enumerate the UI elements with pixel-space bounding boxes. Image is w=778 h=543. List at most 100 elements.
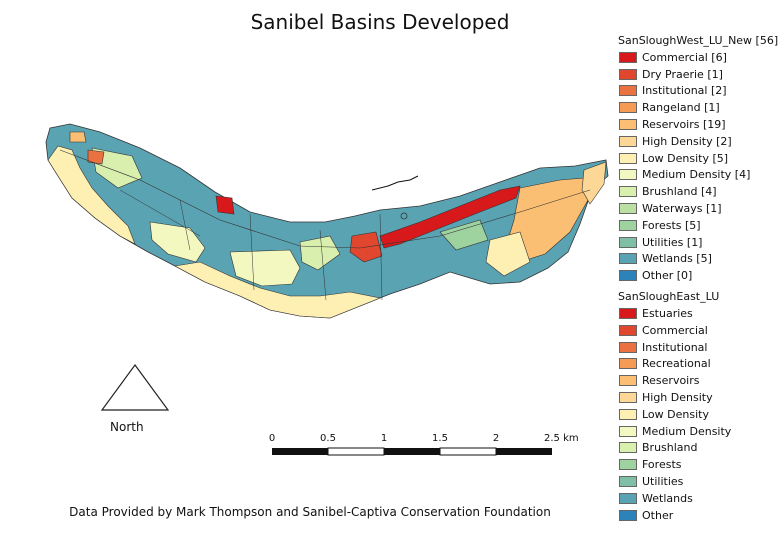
- legend-item: Brushland: [618, 440, 768, 457]
- legend-label: Other [0]: [642, 269, 693, 283]
- interior-roads: [59, 149, 591, 249]
- legend-east-title: SanSloughEast_LU: [618, 290, 720, 304]
- legend-item: Forests: [618, 456, 768, 473]
- legend-label: Institutional: [642, 340, 708, 354]
- legend-swatch: [619, 68, 637, 80]
- legend-swatch: [619, 51, 637, 63]
- legend-label: Medium Density [4]: [642, 168, 751, 182]
- legend-item: Brushland [4]: [618, 183, 768, 200]
- legend-item: Other: [618, 507, 768, 524]
- legend-label: High Density: [642, 391, 713, 405]
- scale-tick-label: 1: [381, 433, 387, 444]
- legend-item: Low Density: [618, 406, 768, 423]
- legend-label: Utilities [1]: [642, 235, 703, 249]
- legend-label: High Density [2]: [642, 134, 732, 148]
- legend-label: Utilities: [642, 475, 684, 489]
- legend-label: Wetlands [5]: [642, 252, 712, 266]
- legend-swatch: [619, 152, 637, 164]
- commercial-west-patch: [215, 195, 235, 215]
- legend-swatch: [619, 375, 637, 387]
- legend-item: Reservoirs [19]: [618, 116, 768, 133]
- beach-low-density: [47, 145, 136, 245]
- high-density-east: [581, 161, 607, 205]
- legend-item: Utilities: [618, 473, 768, 490]
- legend-swatch: [619, 476, 637, 488]
- legend-swatch: [619, 102, 637, 114]
- legend-label: Brushland [4]: [642, 185, 717, 199]
- legend-item: Wetlands: [618, 490, 768, 507]
- low-density-east: [485, 231, 531, 277]
- legend-label: Recreational: [642, 357, 711, 371]
- legend-west-items: Commercial [6] Dry Praerie [1] Institution…: [618, 49, 768, 284]
- legend-label: Forests [5]: [642, 218, 701, 232]
- island-map: [45, 123, 609, 319]
- legend-item: Recreational: [618, 356, 768, 373]
- reservoir-west: [69, 131, 87, 143]
- legend-label: Rangeland [1]: [642, 101, 720, 115]
- legend-item: Dry Praerie [1]: [618, 66, 768, 83]
- south-beach-low-density: [174, 261, 382, 319]
- legend-swatch: [619, 408, 637, 420]
- legend-item: Wetlands [5]: [618, 251, 768, 268]
- legend-label: Forests: [642, 458, 682, 472]
- legend-item: Waterways [1]: [618, 200, 768, 217]
- legend-item: Institutional [2]: [618, 83, 768, 100]
- interior-roads-2: [119, 189, 383, 301]
- legend-swatch: [619, 358, 637, 370]
- commercial-north-shore: [379, 185, 521, 249]
- legend-swatch: [619, 509, 637, 521]
- legend-label: Wetlands: [642, 491, 693, 505]
- legend-swatch: [619, 85, 637, 97]
- north-arrow-icon: [100, 363, 170, 411]
- legend-swatch: [619, 135, 637, 147]
- medium-density-west: [149, 221, 206, 263]
- legend-swatch: [619, 203, 637, 215]
- legend-label: Medium Density: [642, 424, 732, 438]
- legend-item: Commercial [6]: [618, 49, 768, 66]
- causeway-line: [371, 175, 419, 191]
- legend-label: Institutional [2]: [642, 84, 727, 98]
- brushland-central: [299, 235, 341, 271]
- legend-item: Institutional: [618, 339, 768, 356]
- legend-item: Forests [5]: [618, 217, 768, 234]
- legend-swatch: [619, 236, 637, 248]
- forests-east: [439, 219, 489, 251]
- legend-swatch: [619, 425, 637, 437]
- legend-label: Commercial [6]: [642, 50, 727, 64]
- legend-label: Reservoirs: [642, 374, 700, 388]
- scale-tick-label: 1.5: [432, 433, 448, 444]
- legend-item: Medium Density: [618, 423, 768, 440]
- legend-swatch: [619, 308, 637, 320]
- legend-item: Commercial: [618, 322, 768, 339]
- legend-item: Utilities [1]: [618, 234, 768, 251]
- legend-item: Other [0]: [618, 267, 768, 284]
- legend-label: Estuaries: [642, 307, 693, 321]
- legend: SanSloughWest_LU_New [56] Commercial [6]…: [618, 32, 778, 524]
- legend-swatch: [619, 492, 637, 504]
- legend-label: Brushland: [642, 441, 698, 455]
- legend-label: Low Density: [642, 407, 709, 421]
- legend-item: Estuaries: [618, 305, 768, 322]
- scale-tick-label: 0: [269, 433, 275, 444]
- legend-item: Medium Density [4]: [618, 167, 768, 184]
- brushland-west: [91, 147, 143, 189]
- legend-label: Other: [642, 508, 674, 522]
- reservoirs-east: [505, 177, 589, 263]
- legend-label: Waterways [1]: [642, 202, 722, 216]
- legend-swatch: [619, 270, 637, 282]
- legend-swatch: [619, 341, 637, 353]
- legend-item: High Density [2]: [618, 133, 768, 150]
- legend-west-title: SanSloughWest_LU_New [56]: [618, 34, 778, 47]
- map-title: Sanibel Basins Developed: [250, 10, 510, 34]
- legend-item: Reservoirs: [618, 372, 768, 389]
- legend-item: Low Density [5]: [618, 150, 768, 167]
- scale-tick-label: 2: [493, 433, 499, 444]
- data-credit: Data Provided by Mark Thompson and Sanib…: [69, 505, 551, 519]
- legend-label: Dry Praerie [1]: [642, 67, 723, 81]
- small-island: [400, 212, 408, 220]
- medium-density-central: [229, 249, 301, 287]
- legend-item: High Density: [618, 389, 768, 406]
- legend-swatch: [619, 392, 637, 404]
